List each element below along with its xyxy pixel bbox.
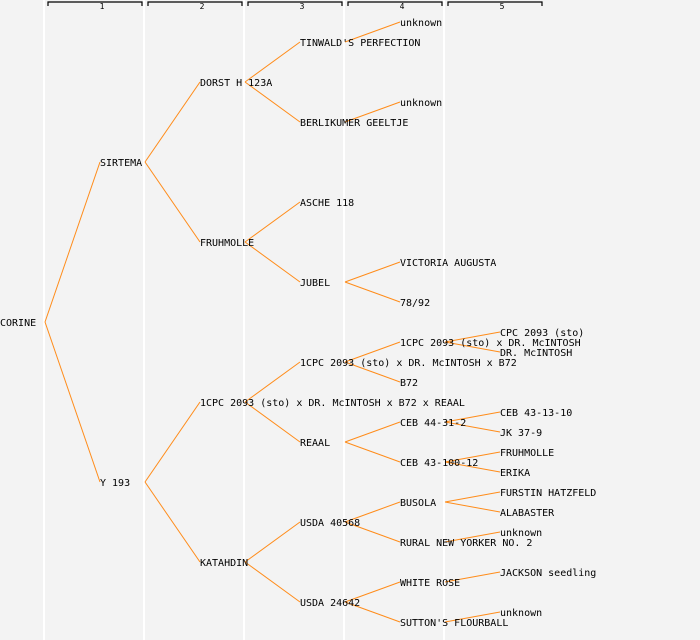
- pedigree-connector-line: [144, 401, 201, 483]
- generation-header: 4: [400, 2, 405, 11]
- pedigree-node: CPC 2093 (sto): [500, 328, 584, 339]
- pedigree-connector-line: [344, 421, 401, 443]
- pedigree-connector-line: [344, 21, 401, 43]
- pedigree-connector-line: [344, 521, 401, 543]
- pedigree-node: CEB 43-13-10: [500, 408, 572, 419]
- pedigree-node: unknown: [500, 528, 542, 539]
- pedigree-connector-line: [244, 81, 301, 123]
- pedigree-connector-line: [444, 611, 501, 623]
- pedigree-connector-line: [444, 501, 501, 513]
- pedigree-connector-line: [444, 451, 501, 463]
- pedigree-node: SIRTEMA: [100, 158, 142, 169]
- generation-header: 5: [500, 2, 505, 11]
- pedigree-node: 1CPC 2093 (sto) x DR. McINTOSH x B72: [300, 358, 517, 369]
- generation-header: 2: [200, 2, 205, 11]
- pedigree-connector-line: [444, 571, 501, 583]
- pedigree-connector-line: [344, 601, 401, 623]
- pedigree-node: JACKSON seedling: [500, 568, 596, 579]
- pedigree-connector-line: [444, 411, 501, 423]
- pedigree-connector-line: [344, 341, 401, 363]
- pedigree-connector-line: [244, 241, 301, 283]
- pedigree-connector-line: [244, 361, 301, 403]
- generation-header: 1: [100, 2, 105, 11]
- pedigree-node: CEB 44-31-2: [400, 418, 466, 429]
- pedigree-connector-line: [144, 481, 201, 563]
- pedigree-connector-line: [444, 341, 501, 353]
- pedigree-node: CORINE: [0, 318, 36, 329]
- pedigree-node: unknown: [400, 18, 442, 29]
- pedigree-node: BUSOLA: [400, 498, 436, 509]
- pedigree-node-link[interactable]: WHITE ROSE: [400, 578, 460, 589]
- pedigree-connector-line: [244, 401, 301, 443]
- pedigree-node: FRUHMOLLE: [200, 238, 254, 249]
- pedigree-connector-line: [444, 461, 501, 473]
- pedigree-node: USDA 40568: [300, 518, 360, 529]
- pedigree-connector-line: [444, 491, 501, 503]
- pedigree-node: KATAHDIN: [200, 558, 248, 569]
- pedigree-connector-line: [344, 501, 401, 523]
- pedigree-connector-line: [244, 41, 301, 83]
- generation-bracket: [47, 1, 143, 6]
- pedigree-connector-line: [344, 441, 401, 463]
- pedigree-connector-line: [344, 361, 401, 383]
- pedigree-node: VICTORIA AUGUSTA: [400, 258, 496, 269]
- pedigree-node: unknown: [400, 98, 442, 109]
- pedigree-node: 1CPC 2093 (sto) x DR. McINTOSH x B72 x R…: [200, 398, 465, 409]
- pedigree-connector-line: [344, 281, 401, 303]
- pedigree-connector-line: [444, 421, 501, 433]
- pedigree-node: unknown: [500, 608, 542, 619]
- pedigree-connector-line: [44, 161, 101, 323]
- pedigree-node: RURAL NEW YORKER NO. 2: [400, 538, 532, 549]
- pedigree-node: Y 193: [100, 478, 130, 489]
- pedigree-node: FURSTIN HATZFELD: [500, 488, 596, 499]
- pedigree-connector-line: [244, 201, 301, 243]
- pedigree-node: JUBEL: [300, 278, 330, 289]
- pedigree-node: ALABASTER: [500, 508, 555, 519]
- generation-header: 3: [300, 2, 305, 11]
- pedigree-connector-line: [44, 321, 101, 483]
- pedigree-node: DORST H 123A: [200, 78, 272, 89]
- pedigree-node: JK 37-9: [500, 428, 542, 439]
- generation-bracket: [147, 1, 243, 6]
- pedigree-connector-line: [444, 331, 501, 343]
- pedigree-node: TINWALD'S PERFECTION: [300, 38, 420, 49]
- generation-bracket: [447, 1, 543, 6]
- pedigree-node: ASCHE 118: [300, 198, 354, 209]
- generation-bracket: [347, 1, 443, 6]
- pedigree-connector-line: [144, 81, 201, 163]
- pedigree-node: SUTTON'S FLOURBALL: [400, 618, 508, 629]
- pedigree-node: USDA 24642: [300, 598, 360, 609]
- pedigree-connector-line: [344, 581, 401, 603]
- pedigree-node: BERLIKUMER GEELTJE: [300, 118, 408, 129]
- pedigree-connector-line: [144, 161, 201, 243]
- pedigree-connector-line: [344, 101, 401, 123]
- pedigree-node: FRUHMOLLE: [500, 448, 554, 459]
- pedigree-connector-line: [244, 561, 301, 603]
- pedigree-node: DR. McINTOSH: [500, 348, 572, 359]
- pedigree-node: ERIKA: [500, 468, 530, 479]
- pedigree-connector-line: [444, 531, 501, 543]
- pedigree-node: 1CPC 2093 (sto) x DR. McINTOSH: [400, 338, 581, 349]
- pedigree-node: 78/92: [400, 298, 430, 309]
- pedigree-node: B72: [400, 378, 418, 389]
- generation-bracket: [247, 1, 343, 6]
- pedigree-node: CEB 43-100-12: [400, 458, 478, 469]
- pedigree-node: REAAL: [300, 438, 330, 449]
- pedigree-connector-line: [344, 261, 401, 283]
- pedigree-connector-line: [244, 521, 301, 563]
